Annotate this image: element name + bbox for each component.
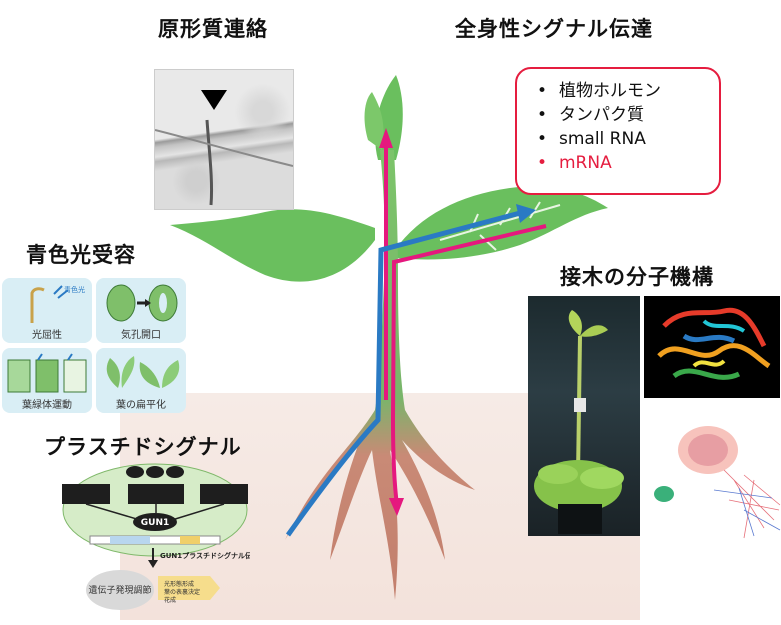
plasmodesmata-micrograph <box>154 69 294 210</box>
signal-item-small-rna: small RNA <box>537 127 719 151</box>
stomata-label: 気孔開口 <box>121 330 161 341</box>
leaf-flattening-label: 葉の扁平化 <box>116 400 166 411</box>
grafted-plant-photo <box>528 296 640 536</box>
stomata-cell: 気孔開口 <box>96 278 186 343</box>
gun1-label: GUN1 <box>141 518 170 528</box>
systemic-signal-box: 植物ホルモン タンパク質 small RNA mRNA <box>515 67 721 195</box>
svg-text:光形態形成: 光形態形成 <box>164 580 194 588</box>
heading-blue-light: 青色光受容 <box>26 243 136 267</box>
blue-arrow <box>285 210 521 537</box>
signal-item-hormone: 植物ホルモン <box>537 79 719 103</box>
magenta-arrow-leaf <box>390 224 547 506</box>
protein-structure-image <box>644 296 780 398</box>
nucleus-label: 遺伝子発現調節 <box>88 584 151 596</box>
signal-item-mrna: mRNA <box>537 151 719 175</box>
chloroplast-label: 葉緑体運動 <box>22 400 72 411</box>
heading-plasmodesmata: 原形質連絡 <box>158 17 268 41</box>
heading-systemic-signal: 全身性シグナル伝達 <box>455 17 653 41</box>
heading-grafting: 接木の分子機構 <box>560 265 714 289</box>
gene-network-image <box>644 410 781 540</box>
svg-text:葉の表裏決定: 葉の表裏決定 <box>164 588 200 596</box>
svg-text:花成: 花成 <box>164 596 176 604</box>
blue-light-label: 青色光 <box>64 285 85 294</box>
phototropism-label: 光屈性 <box>32 330 62 341</box>
left-leaf <box>170 209 375 282</box>
phototropism-cell: 青色光 光屈性 <box>2 278 92 343</box>
plastid-caption: GUN1プラスチドシグナル伝達 <box>160 551 250 560</box>
plastid-signal-diagram: GUN1 GUN1プラスチドシグナル伝達 遺伝子発現調節 光形態形成 葉の表裏決… <box>60 462 259 617</box>
chloroplast-cell: 葉緑体運動 <box>2 348 92 413</box>
leaf-flattening-cell: 葉の扁平化 <box>96 348 186 413</box>
heading-plastid-signal: プラスチドシグナル <box>44 435 242 459</box>
blue-light-panel: 青色光 光屈性 気孔開口 葉緑体運動 葉の扁平化 <box>0 276 190 416</box>
signal-item-protein: タンパク質 <box>537 103 719 127</box>
